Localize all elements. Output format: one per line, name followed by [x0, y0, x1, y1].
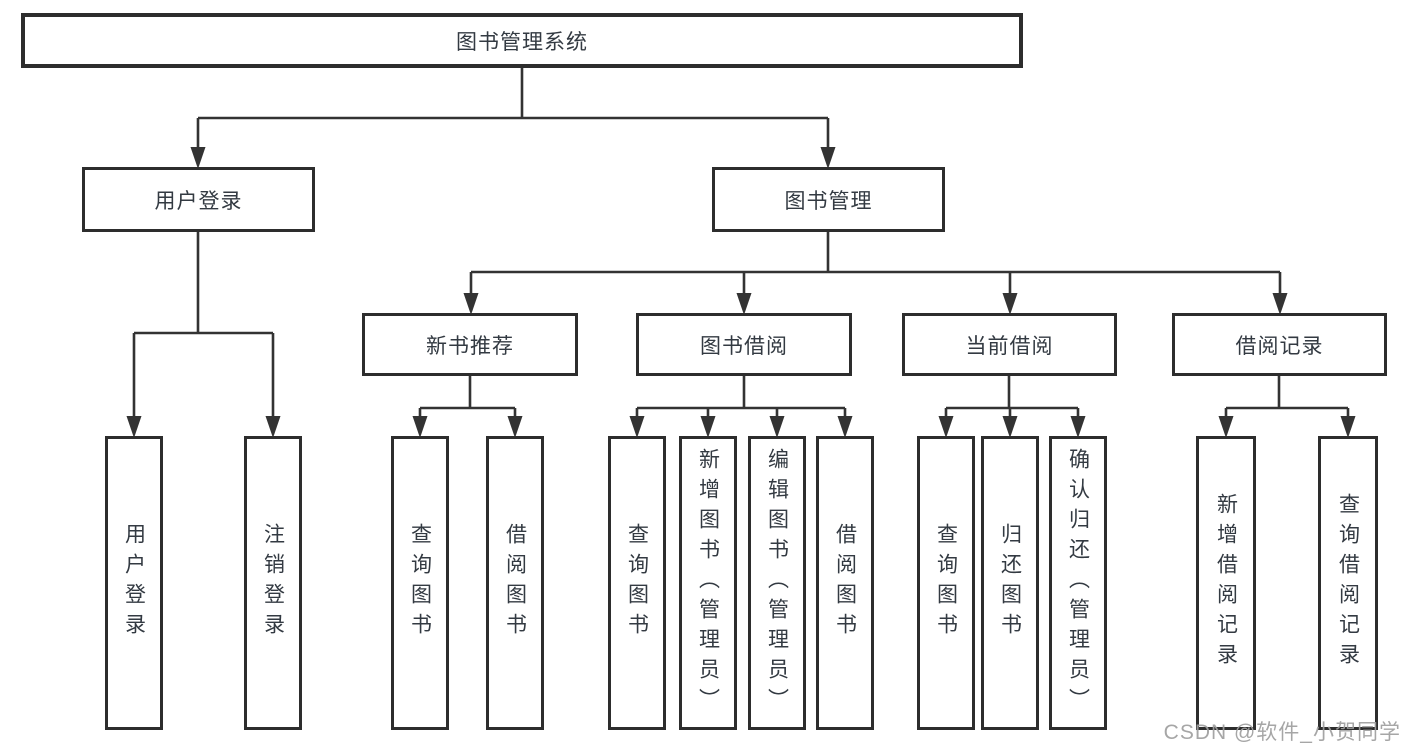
leaf-nb-query-books-label: 查询图书: [408, 523, 432, 643]
leaf-rec-query-record-label: 查询借阅记录: [1336, 493, 1360, 673]
leaf-logout: 注销登录: [244, 436, 302, 730]
leaf-bw-query-books: 查询图书: [608, 436, 666, 730]
leaf-cur-query-books-label: 查询图书: [934, 523, 958, 643]
leaf-user-login: 用户登录: [105, 436, 163, 730]
leaf-bw-add-books-admin-label: 新增图书（管理员）: [696, 448, 720, 718]
node-book-management-label: 图书管理: [784, 189, 873, 213]
leaf-rec-add-record: 新增借阅记录: [1196, 436, 1256, 730]
node-book-borrowing-label: 图书借阅: [700, 334, 788, 358]
node-current-borrowing-label: 当前借阅: [965, 334, 1054, 358]
node-root-system: 图书管理系统: [21, 13, 1023, 68]
leaf-rec-add-record-label: 新增借阅记录: [1214, 493, 1238, 673]
leaf-bw-borrow-books: 借阅图书: [816, 436, 874, 730]
leaf-bw-query-books-label: 查询图书: [625, 523, 649, 643]
leaf-cur-return-books: 归还图书: [981, 436, 1039, 730]
leaf-cur-query-books: 查询图书: [917, 436, 975, 730]
leaf-bw-edit-books-admin-label: 编辑图书（管理员）: [765, 448, 789, 718]
leaf-user-login-label: 用户登录: [122, 523, 146, 643]
leaf-logout-label: 注销登录: [261, 523, 285, 643]
node-book-borrowing: 图书借阅: [636, 313, 852, 376]
leaf-bw-add-books-admin: 新增图书（管理员）: [679, 436, 737, 730]
leaf-cur-confirm-return-admin-label: 确认归还（管理员）: [1066, 448, 1090, 718]
node-user-login: 用户登录: [82, 167, 315, 232]
leaf-nb-borrow-books-label: 借阅图书: [503, 523, 527, 643]
leaf-bw-edit-books-admin: 编辑图书（管理员）: [748, 436, 806, 730]
node-new-book-recommend-label: 新书推荐: [426, 334, 514, 358]
leaf-cur-return-books-label: 归还图书: [998, 523, 1022, 643]
node-borrowing-records: 借阅记录: [1172, 313, 1387, 376]
leaf-cur-confirm-return-admin: 确认归还（管理员）: [1049, 436, 1107, 730]
leaf-bw-borrow-books-label: 借阅图书: [833, 523, 857, 643]
leaf-nb-query-books: 查询图书: [391, 436, 449, 730]
node-borrowing-records-label: 借阅记录: [1235, 334, 1324, 358]
leaf-nb-borrow-books: 借阅图书: [486, 436, 544, 730]
node-new-book-recommend: 新书推荐: [362, 313, 578, 376]
node-book-management: 图书管理: [712, 167, 945, 232]
node-current-borrowing: 当前借阅: [902, 313, 1117, 376]
leaf-rec-query-record: 查询借阅记录: [1318, 436, 1378, 730]
node-root-label: 图书管理系统: [456, 30, 588, 54]
csdn-watermark: CSDN @软件_小贺同学: [1163, 721, 1401, 744]
node-user-login-label: 用户登录: [154, 189, 243, 213]
